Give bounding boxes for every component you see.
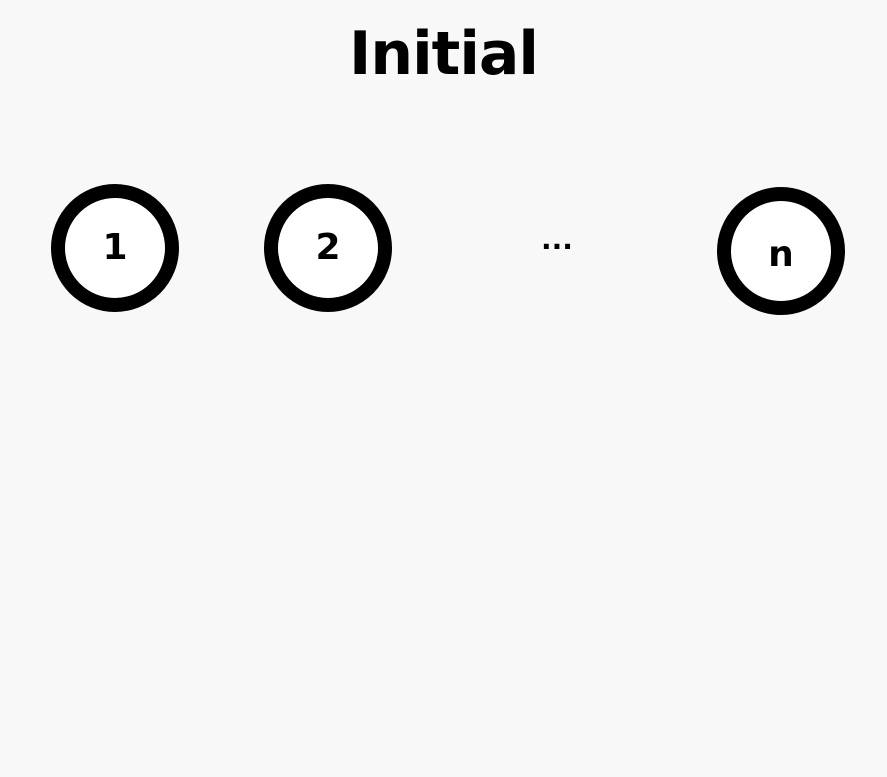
node-label: n — [768, 234, 794, 275]
ellipsis: ... — [541, 223, 573, 256]
node-2: 2 — [264, 184, 392, 312]
node-label: 2 — [315, 227, 341, 268]
diagram-title: Initial — [349, 19, 539, 89]
node-n: n — [717, 187, 845, 315]
node-label: 1 — [102, 227, 128, 268]
node-1: 1 — [51, 184, 179, 312]
